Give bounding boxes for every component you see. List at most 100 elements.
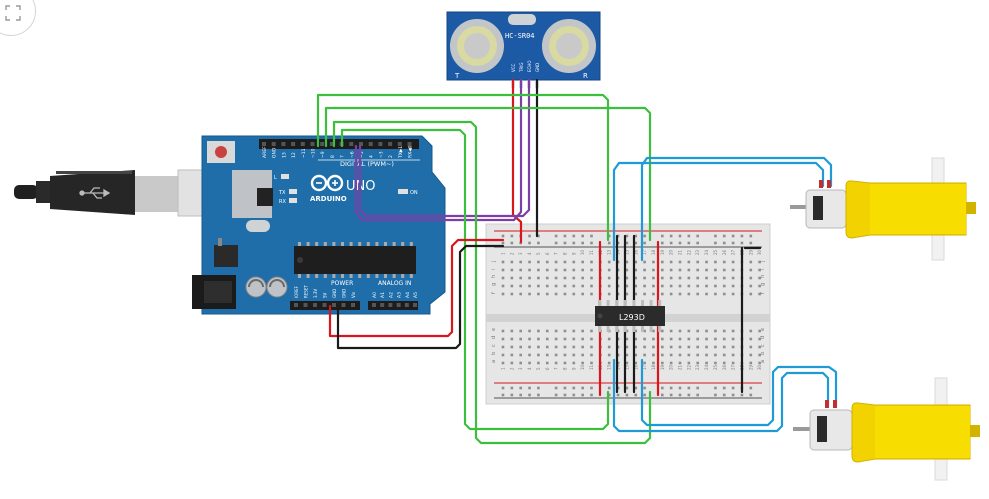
breadboard-hole[interactable] [528, 276, 531, 280]
breadboard-hole[interactable] [590, 353, 593, 357]
rail-hole[interactable] [528, 241, 531, 245]
breadboard-hole[interactable] [722, 337, 726, 341]
breadboard-hole[interactable] [714, 284, 717, 288]
wire-green-1[interactable] [316, 93, 610, 242]
breadboard-hole[interactable] [528, 284, 531, 288]
rail-hole[interactable] [678, 234, 682, 238]
breadboard-hole[interactable] [731, 345, 735, 349]
rail-hole[interactable] [643, 393, 646, 397]
breadboard-hole[interactable] [661, 268, 664, 272]
breadboard-hole[interactable] [528, 268, 531, 272]
rail-hole[interactable] [510, 386, 514, 390]
breadboard-hole[interactable] [519, 353, 522, 357]
rail-hole[interactable] [563, 241, 567, 245]
rail-hole[interactable] [501, 241, 505, 245]
breadboard-hole[interactable] [581, 337, 584, 341]
breadboard-hole[interactable] [652, 353, 655, 357]
breadboard-hole[interactable] [545, 276, 549, 280]
rail-hole[interactable] [696, 386, 699, 390]
breadboard-hole[interactable] [545, 345, 549, 349]
rail-hole[interactable] [661, 241, 664, 245]
rail-hole[interactable] [669, 234, 673, 238]
breadboard-hole[interactable] [678, 329, 682, 333]
breadboard-hole[interactable] [687, 329, 691, 333]
breadboard-hole[interactable] [696, 353, 699, 357]
breadboard-hole[interactable] [678, 268, 682, 272]
breadboard-hole[interactable] [590, 276, 593, 280]
breadboard-hole[interactable] [696, 284, 699, 288]
breadboard-hole[interactable] [528, 292, 531, 296]
breadboard-hole[interactable] [607, 276, 611, 280]
breadboard-hole[interactable] [678, 353, 682, 357]
wire-sensor-echo[interactable] [358, 78, 531, 218]
rail-hole[interactable] [501, 386, 505, 390]
rail-hole[interactable] [687, 386, 691, 390]
breadboard-hole[interactable] [510, 361, 514, 365]
breadboard-hole[interactable] [714, 329, 717, 333]
power-pin-hole[interactable] [294, 303, 298, 307]
breadboard-hole[interactable] [572, 292, 576, 296]
breadboard-hole[interactable] [669, 276, 673, 280]
breadboard-hole[interactable] [705, 337, 708, 341]
digital-pin-hole[interactable] [300, 142, 305, 146]
breadboard-hole[interactable] [714, 276, 717, 280]
breadboard-hole[interactable] [581, 292, 584, 296]
breadboard-hole[interactable] [749, 276, 753, 280]
breadboard-hole[interactable] [696, 329, 699, 333]
rail-hole[interactable] [607, 241, 611, 245]
breadboard-hole[interactable] [758, 260, 761, 264]
breadboard-hole[interactable] [669, 292, 673, 296]
breadboard-hole[interactable] [590, 292, 593, 296]
breadboard-hole[interactable] [687, 284, 691, 288]
breadboard-hole[interactable] [714, 260, 717, 264]
breadboard-hole[interactable] [625, 345, 629, 349]
breadboard-hole[interactable] [528, 260, 531, 264]
rail-hole[interactable] [528, 234, 531, 238]
breadboard-hole[interactable] [643, 353, 646, 357]
rail-hole[interactable] [572, 386, 576, 390]
breadboard-hole[interactable] [669, 361, 673, 365]
breadboard-hole[interactable] [510, 345, 514, 349]
breadboard-hole[interactable] [537, 361, 540, 365]
l293d-driver-chip[interactable]: L293D [595, 300, 665, 332]
rail-hole[interactable] [643, 234, 646, 238]
breadboard-hole[interactable] [563, 276, 567, 280]
breadboard-hole[interactable] [528, 353, 531, 357]
rail-hole[interactable] [581, 386, 584, 390]
breadboard-hole[interactable] [537, 353, 540, 357]
breadboard-hole[interactable] [634, 268, 638, 272]
breadboard-hole[interactable] [510, 268, 514, 272]
rail-hole[interactable] [537, 393, 540, 397]
breadboard-hole[interactable] [554, 268, 558, 272]
breadboard-hole[interactable] [687, 268, 691, 272]
rail-hole[interactable] [722, 234, 726, 238]
rail-hole[interactable] [749, 234, 753, 238]
rail-hole[interactable] [714, 386, 717, 390]
breadboard-hole[interactable] [696, 260, 699, 264]
breadboard-hole[interactable] [581, 268, 584, 272]
rail-hole[interactable] [740, 241, 744, 245]
breadboard-hole[interactable] [510, 329, 514, 333]
breadboard-hole[interactable] [581, 361, 584, 365]
rail-hole[interactable] [607, 234, 611, 238]
analog-pin-hole[interactable] [404, 303, 409, 307]
breadboard-hole[interactable] [625, 276, 629, 280]
breadboard-hole[interactable] [572, 260, 576, 264]
rail-hole[interactable] [661, 234, 664, 238]
wire-green-3[interactable] [332, 120, 652, 445]
digital-pin-hole[interactable] [397, 142, 402, 146]
breadboard-hole[interactable] [590, 345, 593, 349]
breadboard-hole[interactable] [643, 284, 646, 288]
breadboard-hole[interactable] [572, 345, 576, 349]
rail-hole[interactable] [616, 393, 620, 397]
breadboard-hole[interactable] [749, 361, 753, 365]
rail-hole[interactable] [510, 234, 514, 238]
rail-hole[interactable] [714, 393, 717, 397]
breadboard-hole[interactable] [519, 260, 522, 264]
rail-hole[interactable] [528, 386, 531, 390]
breadboard-hole[interactable] [528, 337, 531, 341]
breadboard-hole[interactable] [731, 284, 735, 288]
